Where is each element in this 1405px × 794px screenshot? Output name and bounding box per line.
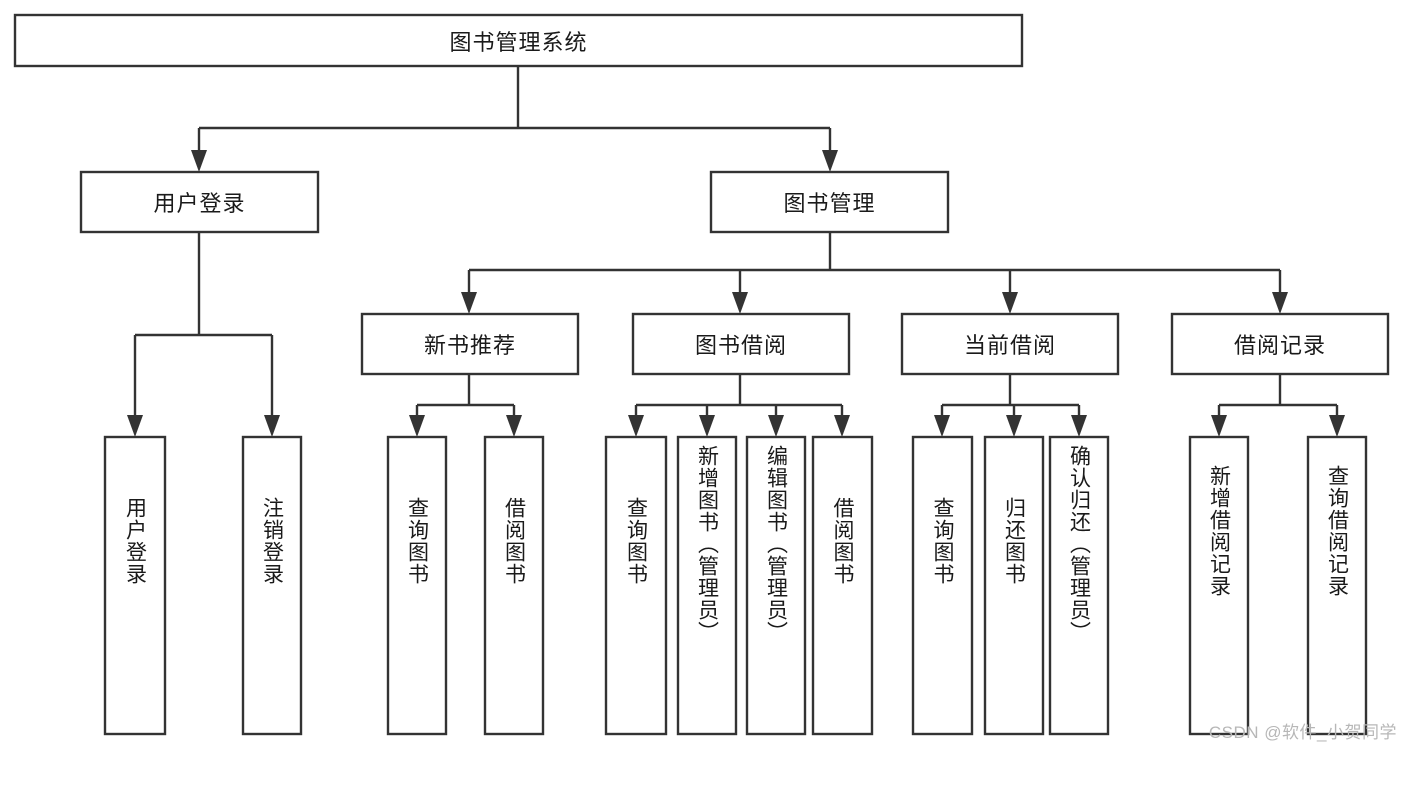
- leaf-nb-query-box[interactable]: [386, 435, 448, 736]
- node-borrow-record-box[interactable]: [1170, 312, 1390, 376]
- edge-userlogin-to-leaves: [127, 232, 280, 437]
- leaf-bb-add-box[interactable]: [676, 435, 738, 736]
- tree-diagram-canvas: [13, 13, 1390, 736]
- edge-bookmanage-to-level3: [461, 232, 1288, 314]
- node-user-login-box[interactable]: [79, 170, 320, 234]
- leaf-user-login-box[interactable]: [103, 435, 167, 736]
- leaf-bb-query-box[interactable]: [604, 435, 668, 736]
- leaf-br-add-box[interactable]: [1188, 435, 1250, 736]
- leaf-cb-return-box[interactable]: [983, 435, 1045, 736]
- leaf-cb-confirm-box[interactable]: [1048, 435, 1110, 736]
- node-new-book-rec-box[interactable]: [360, 312, 580, 376]
- node-book-borrow-box[interactable]: [631, 312, 851, 376]
- edge-bookborrow-to-leaves: [628, 374, 850, 437]
- edge-currentborrow-to-leaves: [934, 374, 1087, 437]
- edge-newbook-to-leaves: [409, 374, 522, 437]
- leaf-bb-edit-box[interactable]: [745, 435, 807, 736]
- leaf-nb-borrow-box[interactable]: [483, 435, 545, 736]
- leaf-bb-borrow-box[interactable]: [811, 435, 874, 736]
- node-book-manage-box[interactable]: [709, 170, 950, 234]
- leaf-logout-box[interactable]: [241, 435, 303, 736]
- leaf-cb-query-box[interactable]: [911, 435, 974, 736]
- node-root-box[interactable]: [13, 13, 1024, 68]
- node-current-borrow-box[interactable]: [900, 312, 1120, 376]
- system-function-tree-diagram: 图书管理系统 用户登录 图书管理 新书推荐 图书借阅 当前借阅 借阅记录 用户登…: [13, 13, 1396, 742]
- leaf-br-query-box[interactable]: [1306, 435, 1368, 736]
- edge-root-to-level2: [191, 66, 838, 172]
- edge-borrowrecord-to-leaves: [1211, 374, 1345, 437]
